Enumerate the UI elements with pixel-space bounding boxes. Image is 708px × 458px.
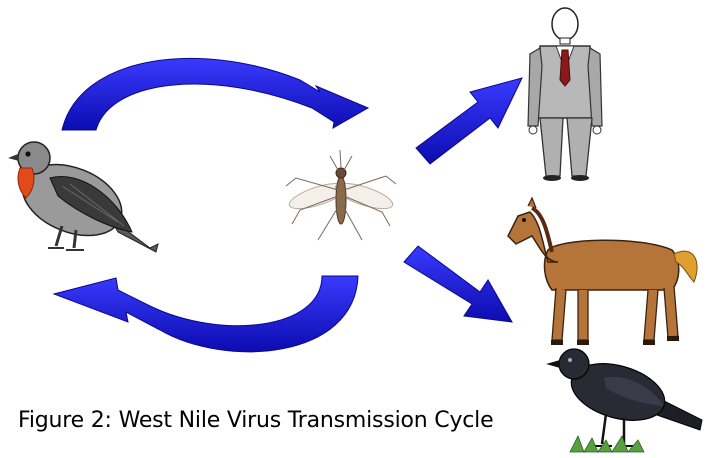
songbird-icon	[8, 142, 158, 252]
arrow-mosquito-to-human	[416, 78, 522, 164]
arrow-mosquito-to-bird	[54, 276, 358, 352]
mosquito-icon	[286, 150, 396, 240]
figure-caption: Figure 2: West Nile Virus Transmission C…	[18, 408, 493, 433]
horse-icon	[508, 198, 697, 345]
arrow-bird-to-mosquito	[62, 58, 368, 130]
human-figure-icon	[528, 8, 602, 181]
arrow-mosquito-to-horse	[404, 246, 512, 322]
crow-icon	[546, 349, 702, 452]
